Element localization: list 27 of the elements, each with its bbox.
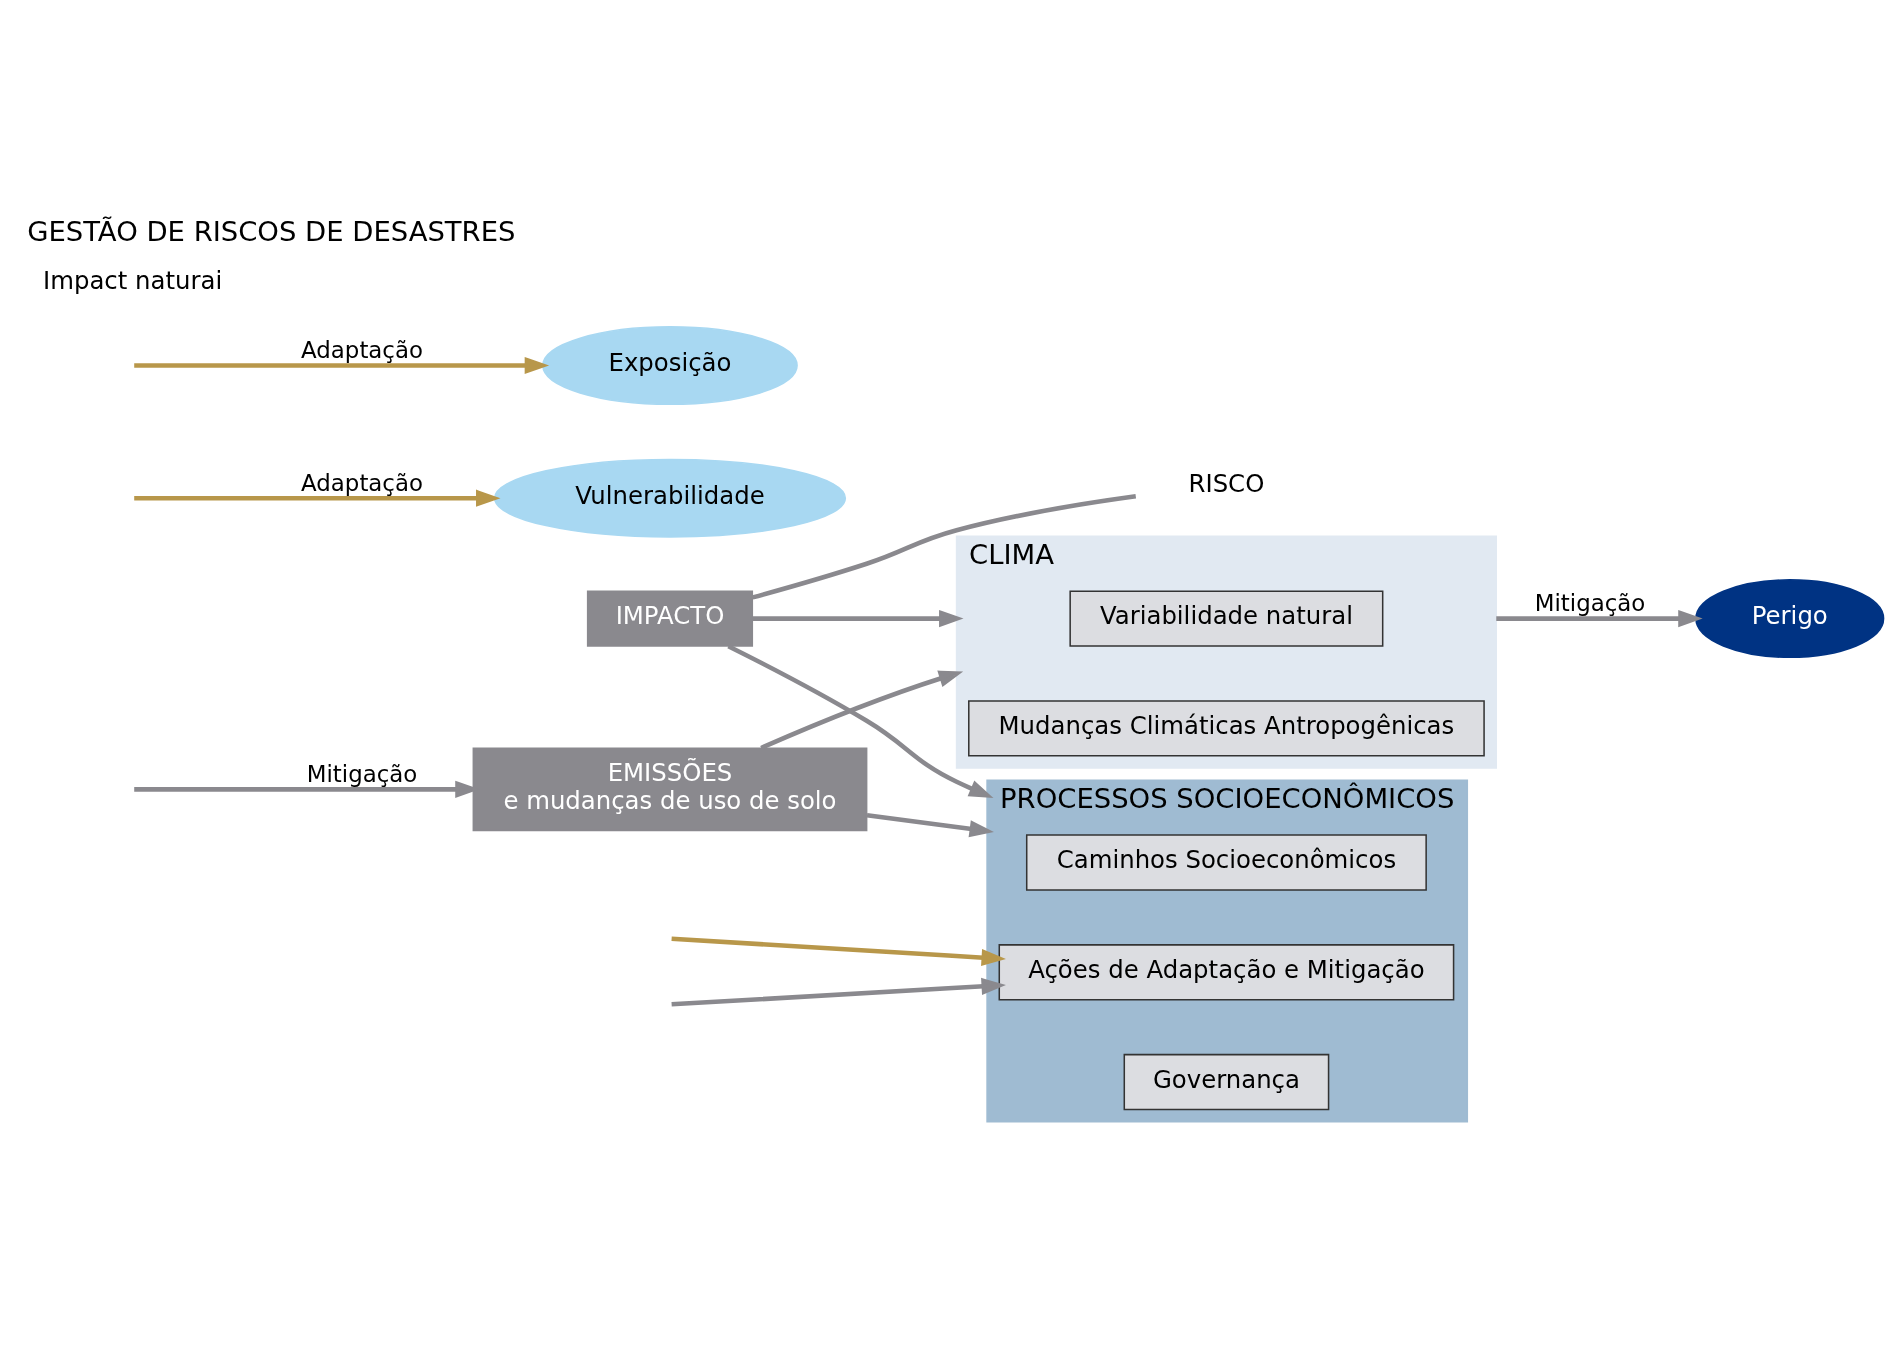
arrow [760, 670, 964, 750]
edge-label: Adaptação [301, 336, 423, 363]
arrow [727, 643, 994, 798]
node-box: Ações de Adaptação e Mitigação [998, 943, 1455, 1000]
diagram-title: GESTÃO DE RISCOS DE DESASTRES [27, 215, 516, 247]
node-box: Variabilidade natural [1069, 589, 1384, 647]
connector [752, 493, 1137, 600]
arrow [134, 356, 550, 374]
arrow [134, 489, 501, 507]
node-box: Governança [1123, 1053, 1330, 1110]
arrow [752, 609, 964, 627]
arrow [671, 935, 1006, 966]
node-box: EMISSÕES e mudanças de uso de solo [472, 746, 868, 831]
node-box: IMPACTO [586, 589, 754, 647]
node-ellipse: Vulnerabilidade [493, 458, 847, 538]
node-box: Mudanças Climáticas Antropogênicas [968, 699, 1485, 757]
node-box: Caminhos Socioeconômicos [1025, 833, 1427, 891]
node-ellipse: Perigo [1695, 578, 1885, 658]
arrow [866, 812, 994, 837]
arrow [1496, 609, 1703, 627]
node-text: RISCO [1188, 468, 1265, 498]
edge-label: Adaptação [301, 469, 423, 496]
edge-label: Mitigação [306, 760, 418, 787]
edge-label: Mitigação [1534, 589, 1646, 616]
arrow [671, 977, 1006, 1007]
label: Impact naturai [43, 265, 223, 295]
node-ellipse: Exposição [542, 325, 798, 405]
